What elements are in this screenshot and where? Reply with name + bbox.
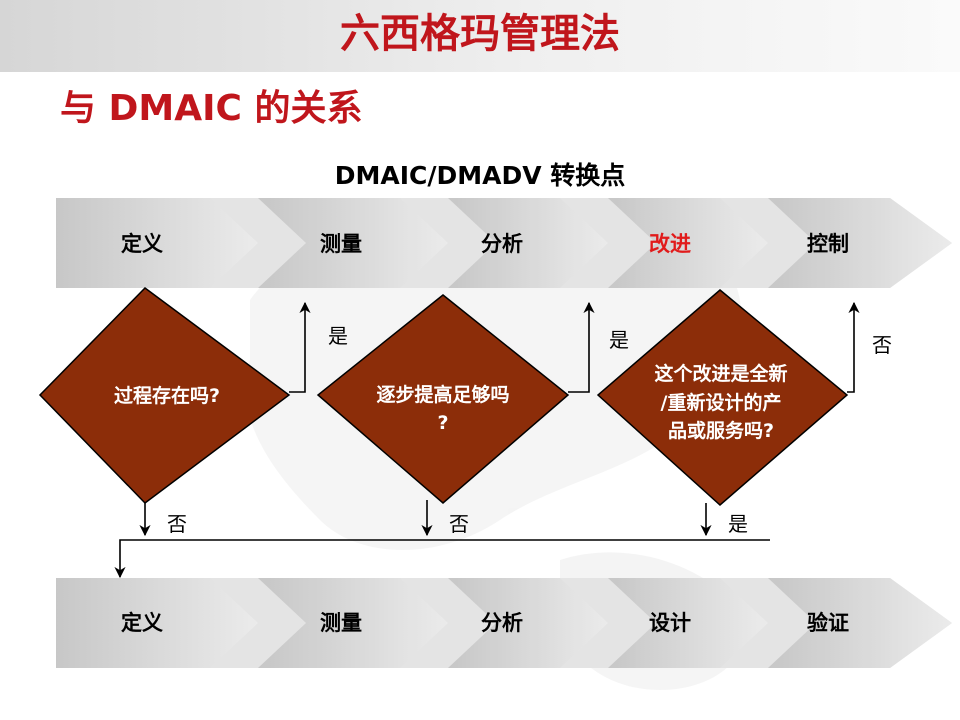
bottom-step-analyze: 分析 (481, 611, 523, 635)
diagram-title: DMAIC/DMADV 转换点 (335, 161, 626, 190)
slide-subtitle: 与 DMAIC 的关系 (60, 88, 362, 129)
label-d1-yes: 是 (328, 324, 348, 348)
flow-connectors (114, 301, 860, 579)
connector-labels: 是 否 是 否 否 是 (167, 324, 892, 536)
bottom-step-measure: 测量 (320, 611, 362, 635)
dmaic-process-arrow: 定义 测量 分析 改进 控制 (56, 198, 952, 288)
top-step-improve: 改进 (649, 232, 691, 256)
decision-diamond (316, 294, 570, 504)
label-d1-no: 否 (167, 512, 187, 536)
bottom-step-design: 设计 (649, 611, 691, 635)
slide-title: 六西格玛管理法 (340, 11, 620, 57)
title-banner: 六西格玛管理法 (0, 0, 960, 72)
decision-2: 逐步提高足够吗 ? (316, 294, 570, 504)
bottom-step-define: 定义 (121, 611, 163, 635)
dmadv-process-arrow: 定义 测量 分析 设计 验证 (56, 578, 952, 668)
label-d3-no: 否 (872, 333, 892, 357)
connector-d2-yes (568, 301, 595, 393)
top-step-control: 控制 (807, 232, 849, 256)
bottom-step-verify: 验证 (807, 611, 849, 635)
decision-3-text-line2: /重新设计的产 (661, 391, 782, 414)
decision-1: 过程存在吗? (38, 287, 291, 504)
decision-1-text: 过程存在吗? (114, 384, 220, 407)
decision-3-text-line1: 这个改进是全新 (654, 362, 787, 385)
connector-d1-yes (289, 301, 311, 393)
decision-3-text-line3: 品或服务吗? (668, 419, 774, 442)
decision-3: 这个改进是全新 /重新设计的产 品或服务吗? (596, 289, 849, 507)
decision-2-text-line1: 逐步提高足够吗 (376, 383, 509, 406)
label-d3-yes: 是 (728, 512, 748, 536)
top-step-analyze: 分析 (481, 232, 523, 256)
decision-diamond (38, 287, 291, 504)
decision-2-text-line2: ? (437, 412, 448, 434)
connector-return-line (114, 539, 770, 579)
top-row-chevrons (56, 198, 952, 288)
connector-d3-no (847, 301, 860, 393)
decision-diamond (596, 289, 849, 507)
bottom-row-chevrons (56, 578, 952, 668)
top-step-measure: 测量 (320, 232, 362, 256)
label-d2-yes: 是 (609, 328, 629, 352)
label-d2-no: 否 (449, 512, 469, 536)
top-step-define: 定义 (121, 232, 163, 256)
